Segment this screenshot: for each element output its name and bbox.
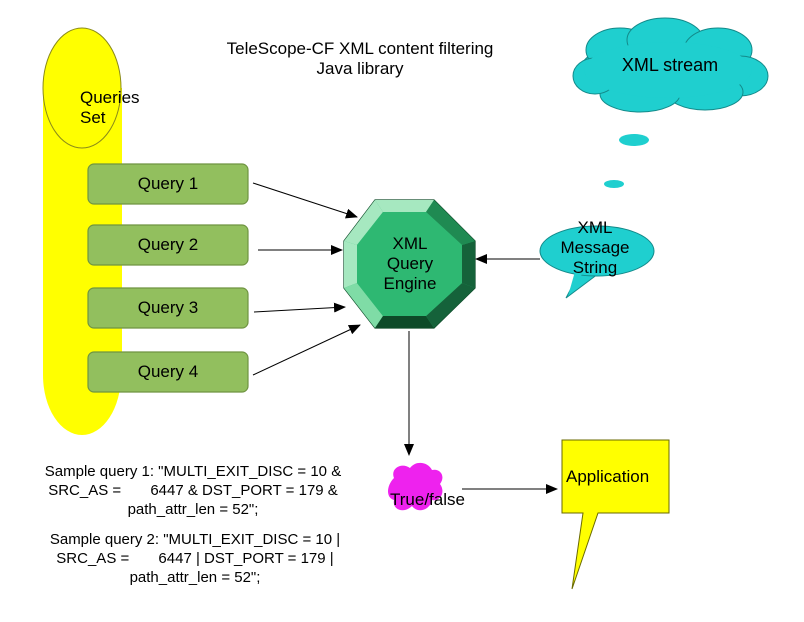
sample-query-1-line-1: Sample query 1: "MULTI_EXIT_DISC = 10 & — [44, 463, 342, 480]
xml-stream-label: XML stream — [621, 55, 719, 75]
queries-set-line-1: Queries — [80, 88, 140, 107]
engine-label: XML Query Engine — [360, 234, 460, 294]
sample-query-2-line-1: Sample query 2: "MULTI_EXIT_DISC = 10 | — [49, 531, 341, 548]
message-line-1: XML — [577, 218, 613, 237]
arrow-query3-engine — [253, 302, 346, 313]
application-callout[interactable] — [561, 439, 670, 590]
query-label-3: Query 3 — [137, 298, 199, 317]
xml-stream-cloud — [572, 17, 769, 113]
sample-query-1-line-2: SRC_AS = 6447 & DST_PORT = 179 & — [48, 482, 338, 499]
sample-query-1-line-3: path_attr_len = 52"; — [127, 501, 259, 518]
sample-query-2-line-3: path_attr_len = 52"; — [129, 569, 261, 586]
cloud-bubble-large — [619, 134, 649, 146]
title-line-1: TeleScope-CF XML content filtering — [226, 39, 494, 58]
sample-query-2: Sample query 2: "MULTI_EXIT_DISC = 10 | … — [10, 530, 380, 587]
message-callout — [539, 225, 655, 299]
query-box-1[interactable] — [87, 163, 249, 205]
sample-query-2-line-2: SRC_AS = 6447 | DST_PORT = 179 | — [56, 550, 334, 567]
engine-line-2: Query — [386, 254, 434, 273]
message-label: XML Message String — [545, 218, 645, 278]
engine-line-3: Engine — [383, 274, 437, 293]
engine-line-1: XML — [392, 234, 428, 253]
title-line-2: Java library — [316, 59, 404, 78]
query-box-3[interactable] — [87, 287, 249, 329]
query-box-4[interactable] — [87, 351, 249, 393]
sample-query-1: Sample query 1: "MULTI_EXIT_DISC = 10 & … — [8, 462, 378, 519]
query-label-1: Query 1 — [137, 174, 199, 193]
message-line-2: Message — [560, 238, 630, 257]
arrow-query1-engine — [252, 182, 358, 219]
cloud-bubble-small — [604, 180, 624, 188]
result-blob — [388, 462, 443, 511]
query-box-2[interactable] — [87, 224, 249, 266]
query-engine-octagon — [343, 199, 476, 329]
queries-set-label: Queries Set — [80, 88, 140, 128]
query-label-4: Query 4 — [137, 362, 199, 381]
queries-set-line-2: Set — [80, 108, 106, 127]
message-line-3: String — [572, 258, 618, 277]
application-label: Application — [566, 467, 650, 486]
query-label-2: Query 2 — [137, 235, 199, 254]
result-label: True/false — [390, 490, 465, 509]
diagram-title: TeleScope-CF XML content filtering Java … — [190, 39, 530, 79]
arrow-query4-engine — [252, 324, 361, 376]
